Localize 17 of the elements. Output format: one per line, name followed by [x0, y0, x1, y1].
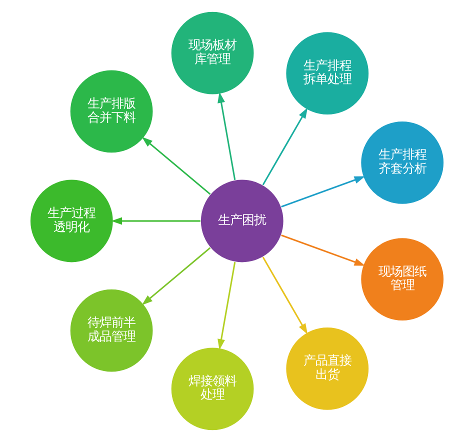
node-circle: 焊接领料处理 — [170, 346, 254, 431]
node-circle: 现场板材库管理 — [170, 11, 254, 96]
node-circle: 生产排程拆单处理 — [284, 31, 369, 116]
arrow — [262, 256, 308, 334]
node-circle: 生产困扰 — [200, 179, 284, 263]
node-circle: 产品直接出货 — [284, 326, 369, 411]
node-circle: 生产过程透明化 — [29, 179, 114, 263]
arrow — [262, 108, 308, 186]
arrow — [141, 247, 210, 306]
arrow — [280, 176, 365, 208]
node-circle: 生产排程齐套分析 — [360, 120, 444, 205]
arrow — [217, 92, 236, 180]
arrow — [217, 262, 236, 350]
arrow — [110, 217, 200, 225]
arrow — [280, 234, 365, 266]
arrow — [141, 136, 210, 195]
node-circle: 现场图纸管理 — [360, 237, 444, 322]
